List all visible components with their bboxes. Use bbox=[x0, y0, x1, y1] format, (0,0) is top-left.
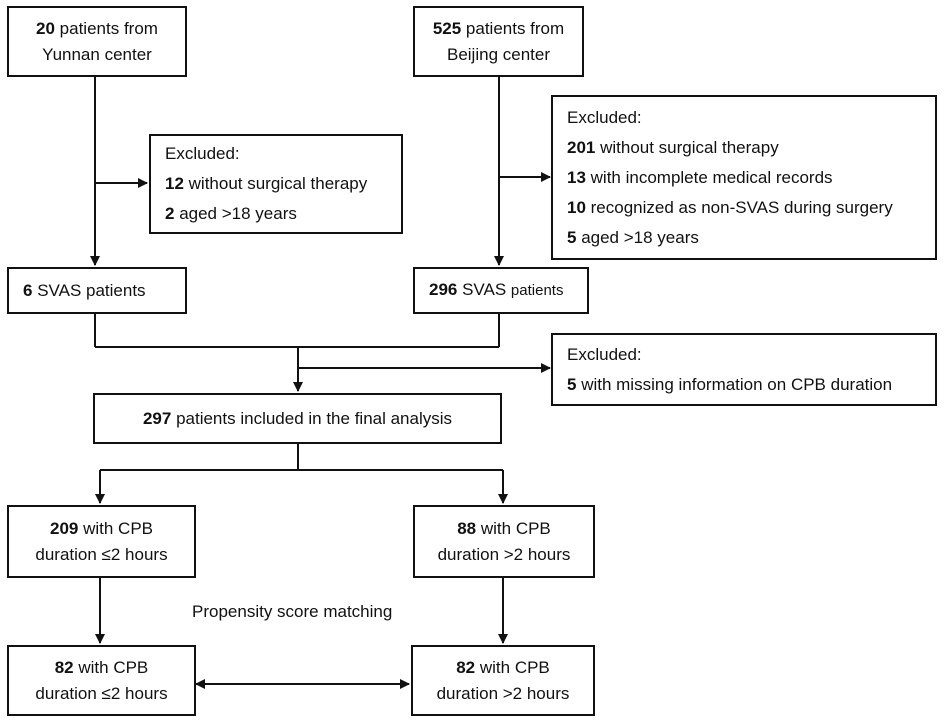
excluded-beijing-item-text: without surgical therapy bbox=[595, 137, 779, 157]
excluded-yunnan-item-count: 2 bbox=[165, 204, 175, 223]
svas-yunnan-text: SVAS patients bbox=[32, 280, 146, 300]
cpb-gt2-line2: duration >2 hours bbox=[437, 544, 571, 564]
excluded-beijing-item-text: aged >18 years bbox=[576, 227, 699, 247]
yunnan-line1-text: patients from bbox=[54, 18, 158, 38]
cpb-le2-line1: with CPB bbox=[78, 518, 153, 538]
excluded-beijing-title: Excluded: bbox=[567, 107, 642, 127]
matched-le2-line1: with CPB bbox=[73, 657, 149, 677]
matched-le2-line2: duration ≤2 hours bbox=[35, 683, 168, 703]
matched-le2-box: 82 with CPB duration ≤2 hours bbox=[7, 645, 196, 716]
excluded-beijing-item-text: recognized as non-SVAS during surgery bbox=[585, 197, 893, 217]
cpb-gt2-count: 88 bbox=[457, 518, 477, 538]
svas-beijing-text: SVAS bbox=[457, 280, 511, 299]
yunnan-count: 20 bbox=[36, 18, 55, 38]
cpb-gt2-line1: with CPB bbox=[476, 518, 551, 538]
excluded-beijing-item-count: 201 bbox=[567, 137, 596, 157]
yunnan-line2-text: Yunnan center bbox=[42, 44, 152, 64]
beijing-count: 525 bbox=[432, 18, 462, 38]
svas-yunnan-box: 6 SVAS patients bbox=[7, 267, 187, 314]
beijing-center-box: 525 patients from Beijing center bbox=[413, 6, 584, 77]
svas-yunnan-count: 6 bbox=[23, 280, 33, 300]
excluded-beijing-item-count: 13 bbox=[567, 167, 586, 187]
excluded-cpb-item-text: with missing information on CPB duration bbox=[576, 374, 893, 394]
excluded-beijing-item: 201 without surgical therapy bbox=[567, 133, 779, 163]
matched-gt2-box: 82 with CPB duration >2 hours bbox=[411, 645, 595, 716]
excluded-cpb-title: Excluded: bbox=[567, 344, 642, 364]
cpb-le2-box: 209 with CPB duration ≤2 hours bbox=[7, 505, 196, 578]
excluded-beijing-item-count: 5 bbox=[567, 227, 577, 247]
excluded-yunnan-box: Excluded: 12 without surgical therapy 2 … bbox=[149, 134, 403, 234]
excluded-beijing-box: Excluded: 201 without surgical therapy 1… bbox=[551, 95, 937, 260]
excluded-beijing-item-count: 10 bbox=[567, 197, 586, 217]
final-text: patients included in the final analysis bbox=[171, 408, 453, 428]
excluded-cpb-item-count: 5 bbox=[567, 374, 577, 394]
propensity-score-matching-label: Propensity score matching bbox=[192, 602, 393, 621]
excluded-cpb-box: Excluded: 5 with missing information on … bbox=[551, 333, 937, 406]
excluded-yunnan-item-text: aged >18 years bbox=[174, 204, 297, 223]
matched-gt2-line1: with CPB bbox=[475, 657, 550, 677]
beijing-line1-text: patients from bbox=[461, 18, 565, 38]
excluded-yunnan-title: Excluded: bbox=[165, 144, 240, 163]
svas-beijing-text-small: patients bbox=[510, 282, 564, 299]
excluded-beijing-item-text: with incomplete medical records bbox=[585, 167, 833, 187]
matched-gt2-line2: duration >2 hours bbox=[436, 683, 570, 703]
cpb-gt2-box: 88 with CPB duration >2 hours bbox=[413, 505, 595, 578]
excluded-yunnan-item-count: 12 bbox=[165, 174, 184, 193]
svas-beijing-count: 296 bbox=[429, 280, 458, 299]
excluded-beijing-item: 5 aged >18 years bbox=[567, 223, 699, 253]
excluded-yunnan-item: 12 without surgical therapy bbox=[165, 169, 367, 199]
final-analysis-box: 297 patients included in the final analy… bbox=[93, 393, 502, 444]
excluded-cpb-item: 5 with missing information on CPB durati… bbox=[567, 370, 892, 400]
matched-le2-count: 82 bbox=[54, 657, 74, 677]
matched-gt2-count: 82 bbox=[456, 657, 476, 677]
excluded-yunnan-item: 2 aged >18 years bbox=[165, 199, 297, 229]
excluded-beijing-item: 10 recognized as non-SVAS during surgery bbox=[567, 193, 893, 223]
svas-beijing-box: 296 SVAS patients bbox=[413, 267, 589, 314]
beijing-line2-text: Beijing center bbox=[446, 44, 550, 64]
excluded-yunnan-item-text: without surgical therapy bbox=[183, 174, 368, 193]
cpb-le2-count: 209 bbox=[49, 518, 79, 538]
cpb-le2-line2: duration ≤2 hours bbox=[35, 544, 168, 564]
final-count: 297 bbox=[142, 408, 172, 428]
excluded-beijing-item: 13 with incomplete medical records bbox=[567, 163, 833, 193]
yunnan-center-box: 20 patients from Yunnan center bbox=[7, 6, 187, 77]
